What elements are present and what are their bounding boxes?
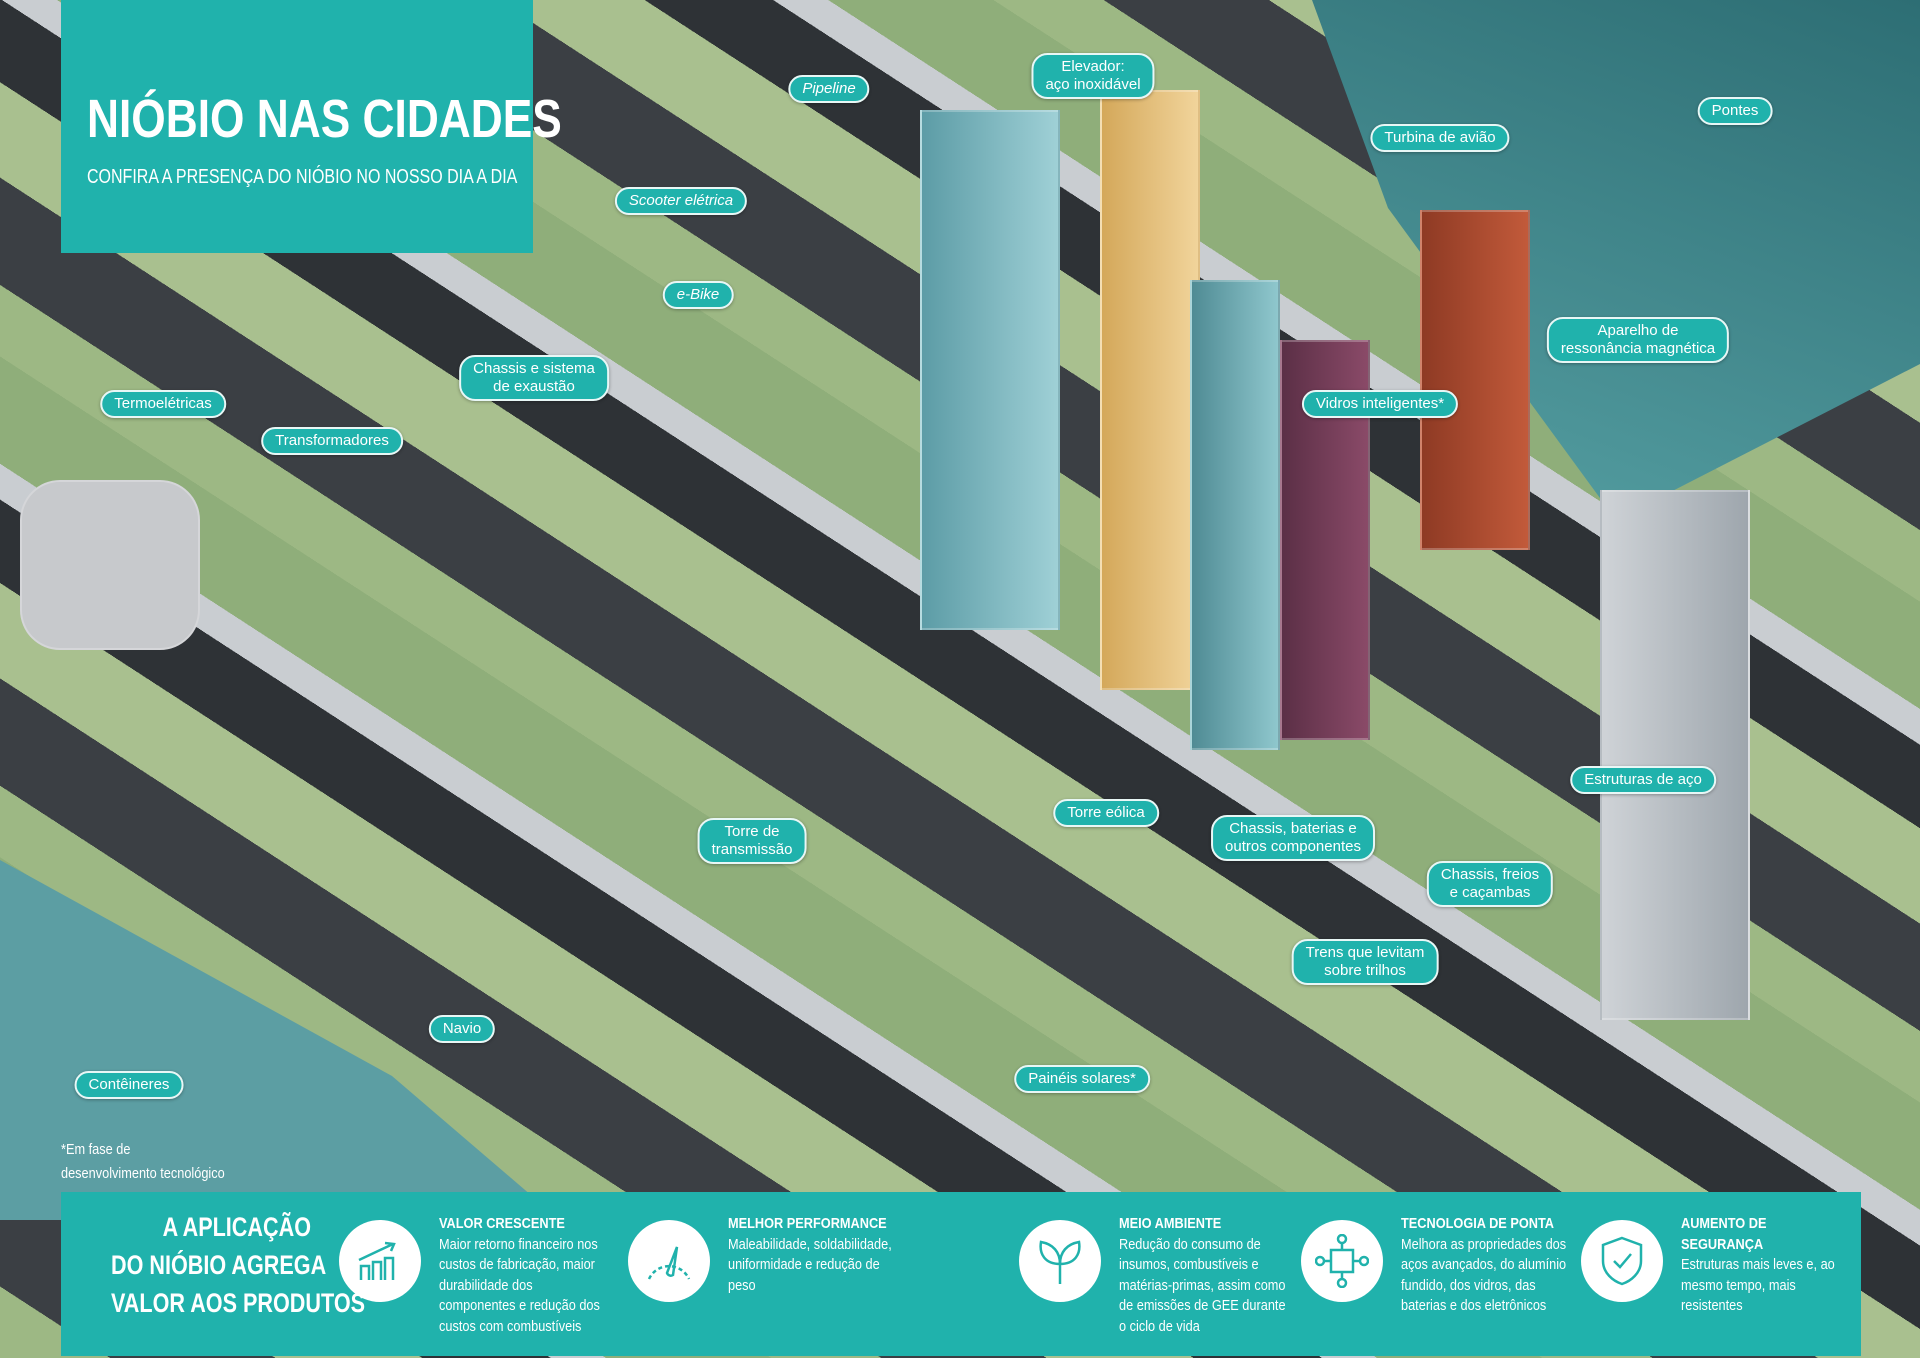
label-conteineres: Contêineres (74, 1071, 184, 1099)
label-ressonancia: Aparelho de ressonância magnética (1546, 317, 1730, 363)
label-vidros: Vidros inteligentes* (1301, 390, 1459, 418)
benefit-text: Estruturas mais leves e, ao mesmo tempo,… (1681, 1256, 1835, 1314)
benefit-title: TECNOLOGIA DE PONTA (1401, 1215, 1554, 1232)
label-pipeline: Pipeline (788, 75, 870, 103)
gauge-icon (628, 1220, 710, 1302)
panel-heading: A APLICAÇÃO DO NIÓBIO AGREGA VALOR AOS P… (111, 1212, 366, 1318)
benefit-text: Redução do consumo de insumos, combustív… (1119, 1235, 1286, 1335)
growth-chart-icon (339, 1220, 421, 1302)
page-subtitle: CONFIRA A PRESENÇA DO NIÓBIO NO NOSSO DI… (87, 166, 518, 188)
shield-check-icon (1581, 1220, 1663, 1302)
benefit-text: Maior retorno financeiro nos custos de f… (439, 1235, 600, 1335)
circuit-icon (1301, 1220, 1383, 1302)
skyscraper (1190, 280, 1280, 750)
label-paineis: Painéis solares* (1014, 1065, 1150, 1093)
label-chassis-freios: Chassis, freios e caçambas (1426, 861, 1554, 907)
label-pontes: Pontes (1697, 97, 1773, 125)
power-plant (20, 480, 200, 650)
label-torre-eolica: Torre eólica (1053, 799, 1159, 827)
title-box: NIÓBIO NAS CIDADES CONFIRA A PRESENÇA DO… (61, 0, 562, 253)
page-title: NIÓBIO NAS CIDADES (87, 89, 562, 149)
label-chassis-exaustao: Chassis e sistema de exaustão (459, 355, 609, 401)
label-trens: Trens que levitam sobre trilhos (1291, 939, 1439, 985)
label-elevador: Elevador: aço inoxidável (1031, 53, 1155, 99)
hospital (1420, 210, 1530, 550)
label-chassis-baterias: Chassis, baterias e outros componentes (1211, 815, 1375, 861)
benefit-title: VALOR CRESCENTE (439, 1215, 565, 1232)
skyscraper (1600, 490, 1750, 1020)
benefit-title: MELHOR PERFORMANCE (728, 1215, 887, 1232)
label-torre-transmissao: Torre de transmissão (697, 818, 807, 864)
skyscraper (1100, 90, 1200, 690)
benefit-title: MEIO AMBIENTE (1119, 1215, 1222, 1232)
benefit-text: Melhora as propriedades dos aços avançad… (1401, 1235, 1567, 1315)
label-estruturas: Estruturas de aço (1570, 766, 1716, 794)
label-navio: Navio (428, 1015, 496, 1043)
label-scooter: Scooter elétrica (614, 187, 748, 215)
benefits-panel: A APLICAÇÃO DO NIÓBIO AGREGA VALOR AOS P… (61, 1192, 1861, 1356)
benefit-text: Maleabilidade, soldabilidade, uniformida… (728, 1235, 892, 1294)
label-ebike: e-Bike (662, 281, 734, 309)
label-termoeletricas: Termoelétricas (100, 390, 226, 418)
benefit-title: AUMENTO DE SEGURANÇA (1681, 1215, 1767, 1253)
leaves-icon (1019, 1220, 1101, 1302)
label-transformadores: Transformadores (261, 427, 403, 455)
footnote: *Em fase de desenvolvimento tecnológico (61, 1141, 225, 1182)
label-turbina: Turbina de avião (1370, 124, 1510, 152)
skyscraper (920, 110, 1060, 630)
